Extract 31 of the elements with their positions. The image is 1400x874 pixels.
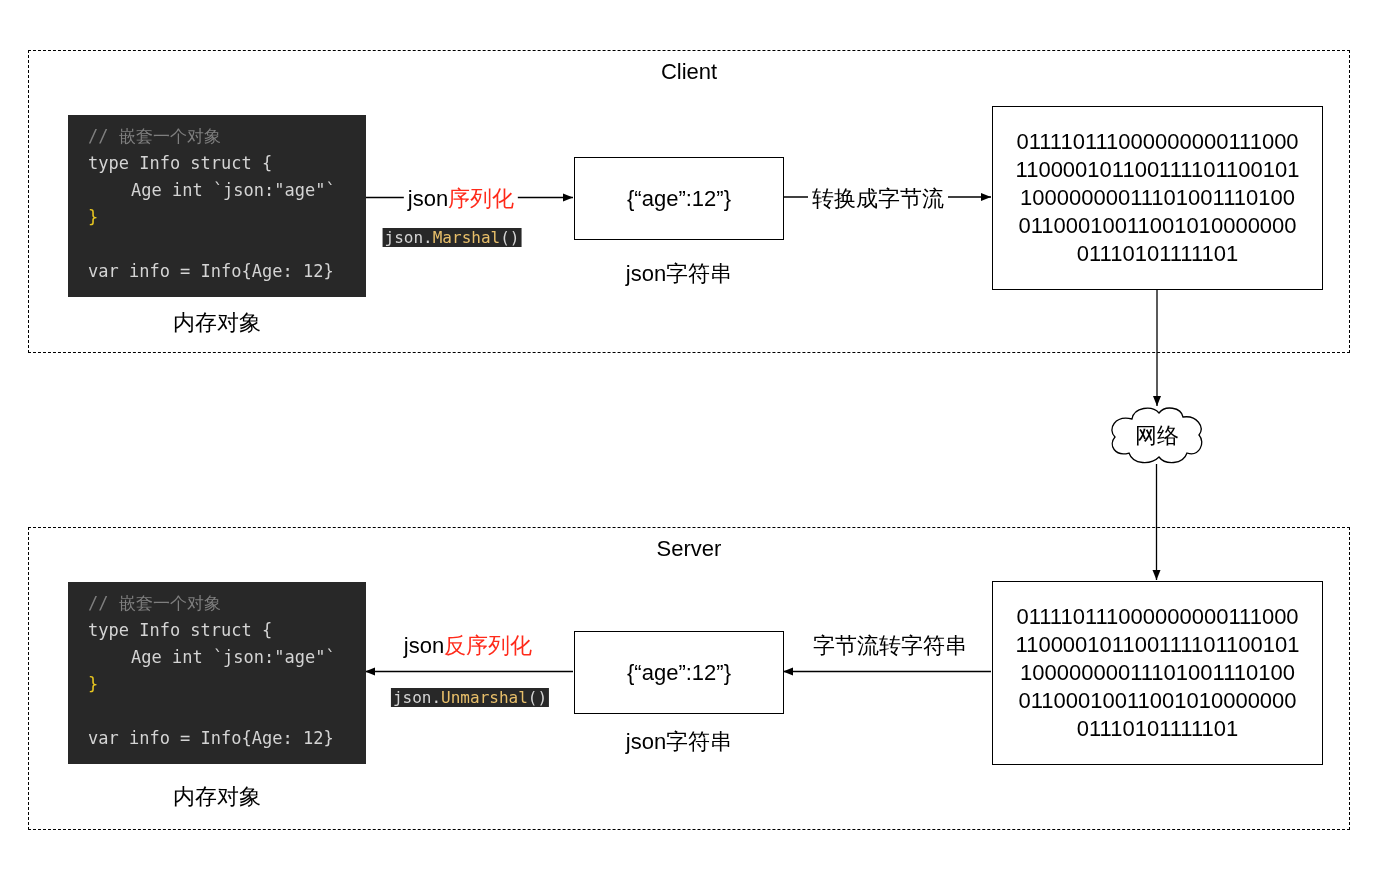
node-caption: 内存对象 bbox=[172, 783, 262, 811]
code-snippet-box bbox=[68, 115, 366, 297]
arrow bbox=[782, 667, 992, 676]
function-call-label: json.Marshal() bbox=[382, 228, 522, 247]
edge-label: json序列化 bbox=[403, 184, 519, 214]
code-line: } bbox=[88, 673, 99, 695]
code-line: Age int `json:"age"` bbox=[131, 646, 336, 668]
code-line: } bbox=[88, 206, 99, 228]
function-call-label: json.Unmarshal() bbox=[390, 688, 550, 707]
group-title: Server bbox=[655, 536, 723, 562]
code-line: type Info struct { bbox=[88, 152, 273, 174]
dashed-group-box bbox=[28, 50, 1350, 353]
arrow bbox=[1152, 463, 1161, 581]
code-line: // 嵌套一个对象 bbox=[88, 592, 221, 614]
code-line: Age int `json:"age"` bbox=[131, 179, 336, 201]
group-title: Client bbox=[659, 59, 719, 85]
dashed-group-box bbox=[28, 527, 1350, 830]
node-caption: json字符串 bbox=[624, 728, 734, 756]
code-line: // 嵌套一个对象 bbox=[88, 125, 221, 147]
code-snippet-box bbox=[68, 582, 366, 764]
string-box: {“age”:12”} bbox=[574, 631, 784, 714]
code-line: var info = Info{Age: 12} bbox=[88, 260, 334, 282]
node-caption: 内存对象 bbox=[172, 309, 262, 337]
node-caption: json字符串 bbox=[624, 260, 734, 288]
arrow bbox=[1153, 288, 1161, 407]
code-line: type Info struct { bbox=[88, 619, 273, 641]
string-box: {“age”:12”} bbox=[574, 157, 784, 240]
cloud-label: 网络 bbox=[1134, 422, 1180, 450]
binary-box: 011110111000000000111000 110000101100111101100101 10000000011101001110100 01100010011001010000000 01110101111101 bbox=[992, 106, 1323, 290]
binary-box: 011110111000000000111000 110000101100111101100101 10000000011101001110100 01100010011001010000000 01110101111101 bbox=[992, 581, 1323, 765]
code-line: var info = Info{Age: 12} bbox=[88, 727, 334, 749]
